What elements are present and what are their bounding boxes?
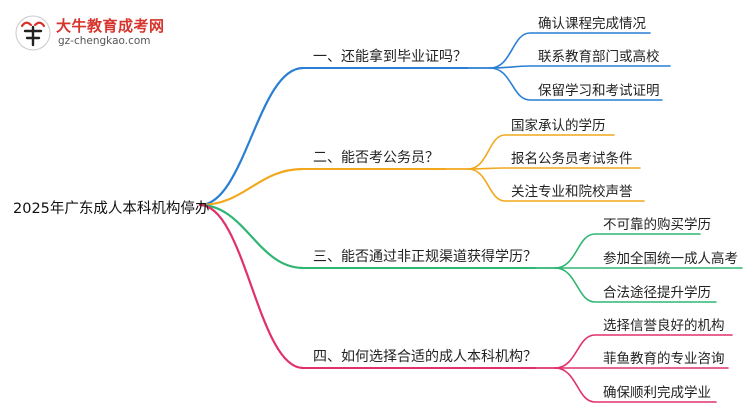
branch-4-label: 四、如何选择合适的成人本科机构？ bbox=[313, 349, 537, 365]
branch-4-leaf-3-connector bbox=[554, 367, 717, 403]
branch-1-leaf-2: 联系教育部门或高校 bbox=[538, 49, 660, 65]
branch-2-leaf-1-connector bbox=[467, 134, 615, 170]
branch-4-leaf-1: 选择信誉良好的机构 bbox=[603, 318, 725, 334]
branch-1-label: 一、还能拿到毕业证吗？ bbox=[313, 49, 467, 65]
branch-4-leaf-2: 菲鱼教育的专业咨询 bbox=[603, 351, 725, 367]
branch-3-leaf-3: 合法途径提升学历 bbox=[603, 285, 711, 301]
mindmap-root: 2025年广东成人本科机构停办 bbox=[13, 201, 210, 217]
branch-1-leaf-2-connector bbox=[489, 65, 671, 69]
branch-2-leaf-3-connector bbox=[467, 168, 645, 202]
branch-4-leaf-3: 确保顺利完成学业 bbox=[603, 385, 711, 401]
branch-4-connector bbox=[198, 203, 305, 370]
branch-3-leaf-1: 不可靠的购买学历 bbox=[603, 217, 711, 233]
branch-2-leaf-2-connector bbox=[467, 167, 641, 170]
branch-2-label: 二、能否考公务员？ bbox=[313, 150, 439, 166]
branch-4-leaf-1-connector bbox=[554, 334, 733, 369]
logo-site-name: 大牛教育成考网 bbox=[56, 17, 165, 35]
branch-3-leaf-1-connector bbox=[554, 233, 701, 269]
branch-1-leaf-1-connector bbox=[489, 32, 651, 69]
site-logo: 大牛教育成考网 gz-chengkao.com bbox=[14, 14, 174, 54]
branch-3-connector bbox=[198, 203, 305, 270]
branch-1-leaf-1: 确认课程完成情况 bbox=[538, 16, 646, 32]
branch-1-connector bbox=[198, 66, 305, 207]
bull-logo-icon bbox=[15, 15, 51, 51]
branch-3-leaf-2: 参加全国统一成人高考 bbox=[603, 251, 738, 267]
logo-site-url: gz-chengkao.com bbox=[58, 35, 151, 47]
branch-2-leaf-2: 报名公务员考试条件 bbox=[511, 151, 633, 167]
branch-1-leaf-3: 保留学习和考试证明 bbox=[538, 83, 660, 99]
branch-2-connector bbox=[198, 167, 305, 207]
branch-3-leaf-3-connector bbox=[554, 267, 717, 303]
branch-2-leaf-3: 关注专业和院校声誉 bbox=[511, 184, 633, 200]
branch-2-leaf-1: 国家承认的学历 bbox=[511, 118, 606, 134]
branch-3-label: 三、能否通过非正规渠道获得学历？ bbox=[313, 249, 537, 265]
branch-1-leaf-3-connector bbox=[489, 67, 663, 101]
